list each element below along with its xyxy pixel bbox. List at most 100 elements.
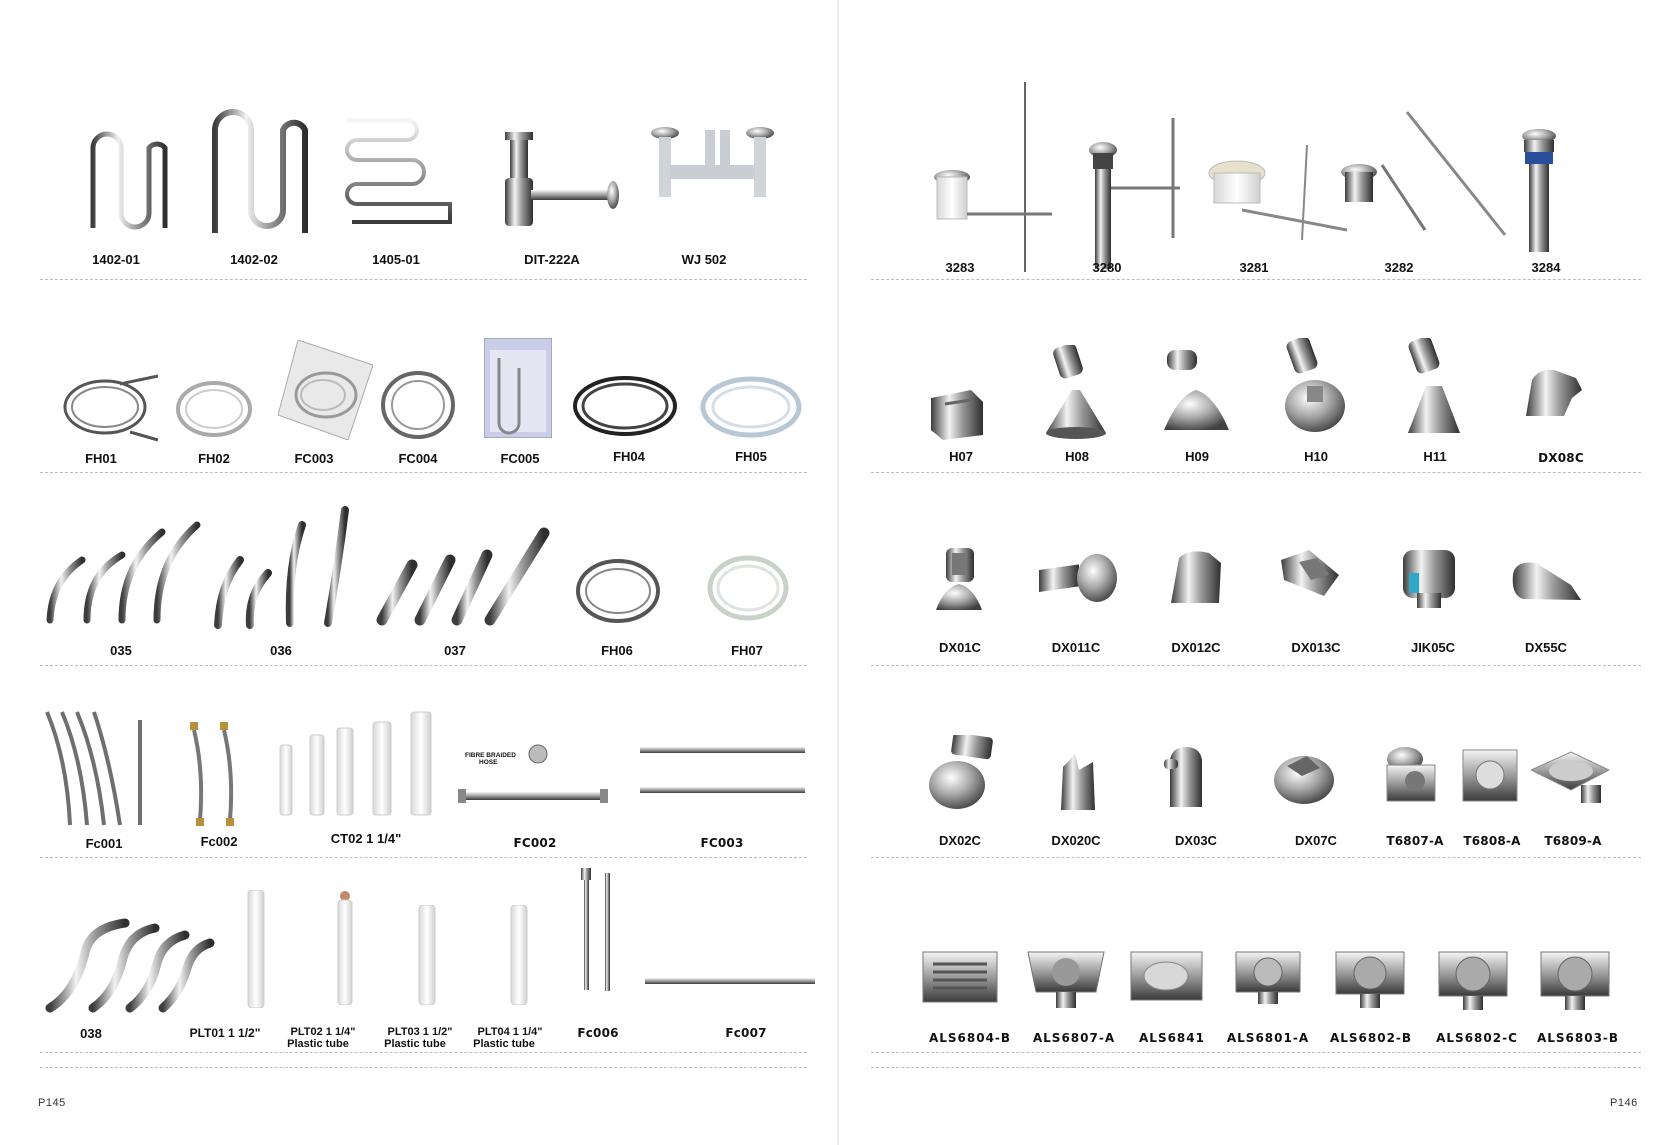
product-code: DIT-222A — [524, 252, 580, 267]
product-code: PLT03 1 1/2" — [387, 1026, 453, 1038]
row-divider — [40, 1067, 807, 1068]
product-code: FC005 — [500, 451, 540, 466]
product-code: DX011C — [1051, 640, 1101, 655]
product-image-036 — [210, 505, 370, 630]
product-image-H07 — [931, 390, 986, 440]
product-code: ALS6802-C — [1436, 1031, 1518, 1045]
row-divider — [871, 472, 1641, 473]
product-image-3281 — [1202, 145, 1347, 265]
product-code: PLT02 1 1/4" — [290, 1026, 356, 1038]
product-image-H08 — [1044, 345, 1109, 440]
product-image-WJ502 — [650, 125, 775, 205]
product-image-3282 — [1337, 110, 1507, 240]
fc002-box-title: FIBRE BRAIDED HOSE — [465, 752, 516, 766]
product-image-1405-01 — [342, 112, 457, 230]
product-image-FC002-braid — [458, 744, 608, 814]
product-image-1402-02 — [205, 105, 310, 240]
product-image-DIT-222A — [495, 130, 625, 230]
product-image-CT02 — [275, 710, 435, 818]
product-code: PLT04 1 1/4" — [477, 1026, 543, 1038]
product-code: 1402-02 — [230, 252, 278, 267]
catalog-page-left: 1402-01 1402-02 1405-01 DIT-222A WJ 502 … — [0, 0, 838, 1145]
product-image-DX07C — [1272, 748, 1337, 806]
product-image-3280 — [1085, 118, 1195, 273]
product-code: ALS6803-B — [1536, 1031, 1620, 1045]
product-code: 3283 — [945, 260, 975, 275]
product-image-FH02 — [172, 375, 257, 443]
product-code: ALS6841 — [1139, 1031, 1205, 1045]
product-image-ALS6802-B — [1334, 950, 1406, 1010]
product-code: Fc002 — [200, 834, 238, 849]
product-image-DX01C — [934, 548, 984, 618]
product-image-T6809-A — [1531, 750, 1611, 805]
product-code: DX01C — [939, 640, 981, 655]
product-code: H11 — [1423, 449, 1447, 464]
product-image-3283 — [927, 82, 1057, 272]
product-image-037 — [372, 525, 552, 630]
product-code: FH07 — [731, 643, 763, 658]
product-code: FH02 — [198, 451, 230, 466]
product-code: H09 — [1185, 449, 1209, 464]
product-code: DX012C — [1171, 640, 1221, 655]
product-image-Fc002 — [190, 722, 245, 827]
product-code: 037 — [444, 643, 466, 658]
product-image-PLT01 — [245, 890, 267, 1008]
product-image-038 — [45, 913, 215, 1013]
product-code: FH04 — [613, 449, 645, 464]
product-code: FC004 — [398, 451, 438, 466]
product-image-FH01 — [60, 372, 160, 442]
product-code: CT02 1 1/4" — [330, 831, 402, 846]
product-code: FC003 — [294, 451, 334, 466]
product-code: H10 — [1304, 449, 1328, 464]
product-code: JIK05C — [1410, 640, 1456, 655]
product-code: 3281 — [1239, 260, 1269, 275]
product-image-JIK05C — [1399, 548, 1459, 610]
row-divider — [871, 1067, 1641, 1068]
product-code: 1405-01 — [372, 252, 420, 267]
product-code: Fc001 — [85, 836, 123, 851]
product-image-DX03C — [1164, 745, 1209, 810]
product-caption: Plastic tube — [384, 1038, 446, 1050]
product-code: 3280 — [1092, 260, 1122, 275]
product-code: 3284 — [1531, 260, 1561, 275]
row-divider — [871, 279, 1641, 280]
product-image-ALS6803-B — [1539, 950, 1611, 1012]
product-image-Fc006 — [576, 868, 618, 998]
row-divider — [40, 665, 807, 666]
product-image-PLT03 — [416, 905, 438, 1005]
product-code: DX013C — [1291, 640, 1341, 655]
product-image-FC003-bag — [278, 340, 373, 440]
product-image-3284 — [1519, 128, 1559, 253]
product-image-ALS6801-A — [1234, 950, 1302, 1005]
product-code: 038 — [80, 1026, 102, 1041]
product-code: ALS6804-B — [928, 1031, 1012, 1045]
product-image-DX012C — [1169, 548, 1224, 606]
product-image-Fc007 — [645, 975, 815, 987]
row-divider — [40, 1052, 807, 1053]
product-image-FH06 — [568, 555, 668, 627]
product-code: WJ 502 — [681, 252, 727, 267]
product-code: Fc006 — [577, 1026, 619, 1040]
row-divider — [871, 1052, 1641, 1053]
product-code: T6807-A — [1386, 834, 1444, 848]
page-number: P145 — [38, 1097, 66, 1109]
product-code: PLT01 1 1/2" — [189, 1026, 261, 1040]
product-image-FC004 — [378, 365, 458, 443]
row-divider — [871, 665, 1641, 666]
product-code: 036 — [270, 643, 292, 658]
product-code: DX03C — [1175, 833, 1217, 848]
product-code: ALS6801-A — [1226, 1031, 1310, 1045]
product-image-H10 — [1282, 338, 1347, 438]
product-code: 035 — [110, 643, 132, 658]
product-image-PLT02 — [334, 890, 356, 1005]
row-divider — [40, 279, 807, 280]
product-image-ALS6802-C — [1437, 950, 1509, 1012]
page-number: P146 — [1610, 1097, 1638, 1109]
product-code: DX07C — [1295, 833, 1337, 848]
product-image-FH07 — [700, 552, 795, 627]
product-image-FC003-braid — [640, 742, 805, 812]
product-image-DX013C — [1279, 550, 1341, 598]
product-caption: Plastic tube — [473, 1038, 535, 1050]
book-spine — [837, 0, 839, 1145]
product-code: H08 — [1065, 449, 1089, 464]
